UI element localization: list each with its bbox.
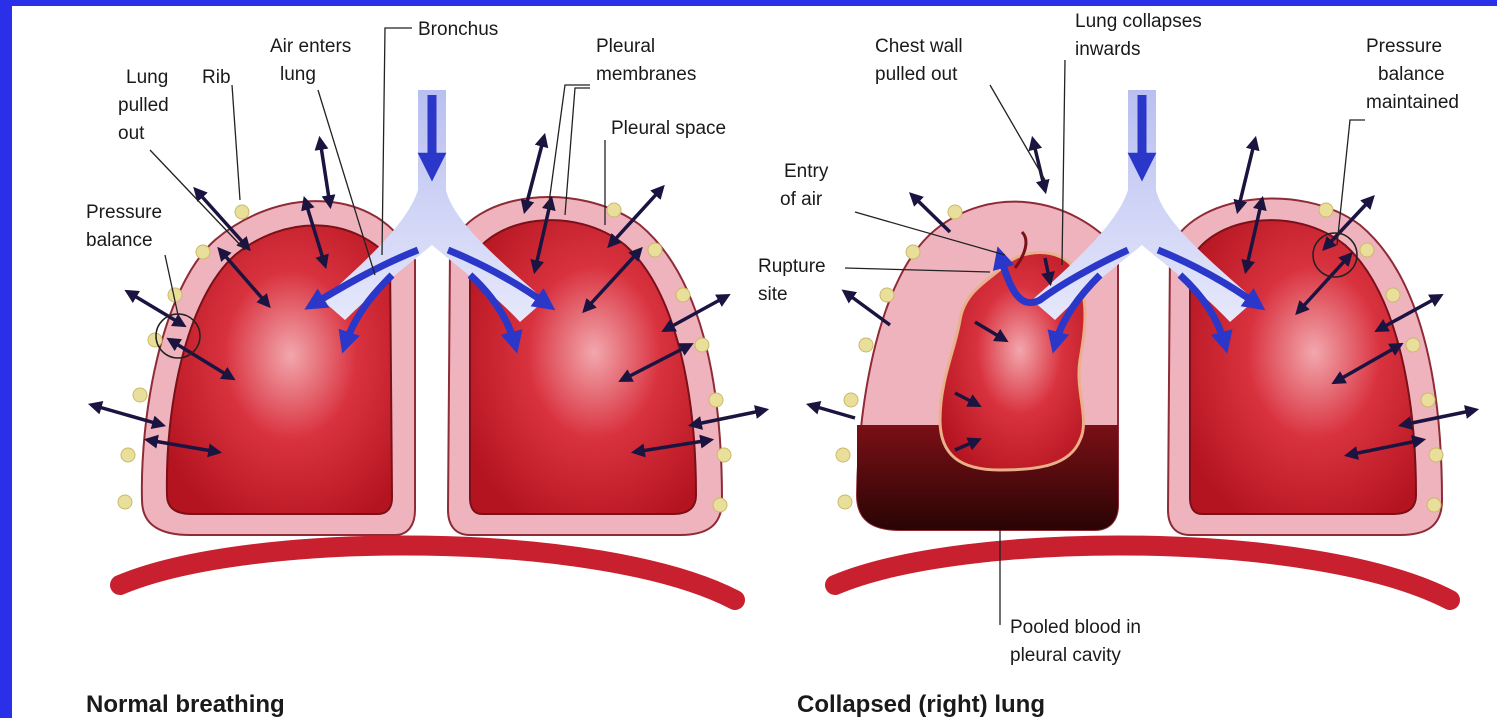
label-lung-pulled-out-3: out (118, 123, 145, 144)
label-pressure-balance-1: Pressure (86, 202, 162, 223)
label-rupture-site-2: site (758, 284, 788, 305)
normal-breathing-figure (92, 28, 765, 600)
label-lung-pulled-out-2: pulled (118, 95, 169, 116)
left-diaphragm (120, 545, 735, 600)
caption-normal-breathing: Normal breathing (86, 691, 285, 718)
label-entry-of-air-1: Entry (784, 161, 829, 182)
right-diaphragm (835, 545, 1450, 600)
caption-collapsed-lung: Collapsed (right) lung (797, 691, 1045, 718)
label-pressure-maintained-3: maintained (1366, 92, 1459, 113)
label-entry-of-air-2: of air (780, 189, 823, 210)
label-pressure-maintained-1: Pressure (1366, 36, 1442, 57)
label-lung-collapses-1: Lung collapses (1075, 11, 1202, 32)
label-pleural-membranes-2: membranes (596, 64, 696, 85)
label-lung-collapses-2: inwards (1075, 39, 1140, 60)
label-air-enters-2: lung (280, 64, 316, 85)
label-rib: Rib (202, 67, 231, 88)
label-pleural-membranes-1: Pleural (596, 36, 655, 57)
label-pooled-blood-2: pleural cavity (1010, 645, 1121, 666)
label-pressure-balance-2: balance (86, 230, 153, 251)
label-chest-wall-2: pulled out (875, 64, 958, 85)
label-rupture-site-1: Rupture (758, 256, 826, 277)
label-pooled-blood-1: Pooled blood in (1010, 617, 1141, 638)
label-bronchus: Bronchus (418, 19, 498, 40)
collapsed-lung-figure (810, 60, 1475, 625)
label-pleural-space: Pleural space (611, 118, 726, 139)
label-air-enters-1: Air enters (270, 36, 351, 57)
label-lung-pulled-out-1: Lung (126, 67, 168, 88)
label-chest-wall-1: Chest wall (875, 36, 963, 57)
label-pressure-maintained-2: balance (1378, 64, 1445, 85)
